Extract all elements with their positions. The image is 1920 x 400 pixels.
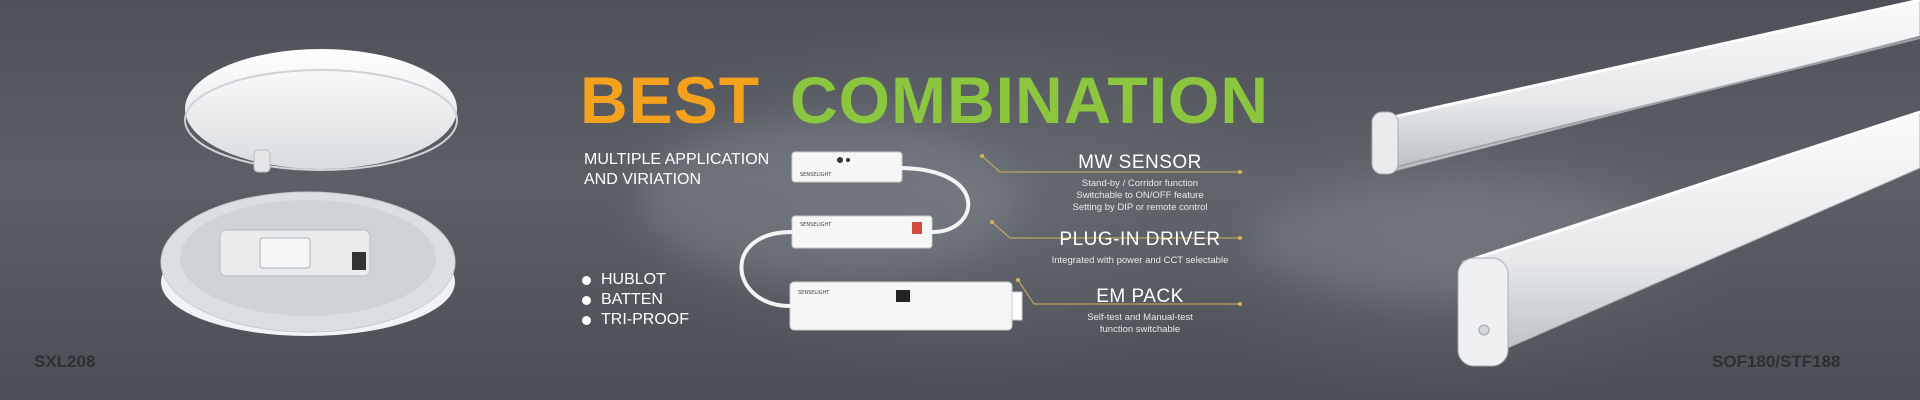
application-item: BATTEN	[582, 290, 689, 310]
application-label: BATTEN	[601, 291, 663, 308]
subtitle: MULTIPLE APPLICATION AND VIRIATION	[584, 150, 784, 190]
background-glow	[640, 120, 1020, 280]
feature-line: Switchable to ON/OFF feature	[1076, 190, 1204, 201]
feature-mw-sensor: MW SENSOR Stand-by / Corridor function S…	[1005, 152, 1275, 214]
tri-proof-luminaire-upper	[1371, 0, 1920, 175]
feature-description: Stand-by / Corridor function Switchable …	[1005, 178, 1275, 214]
application-item: HUBLOT	[582, 270, 689, 290]
application-label: HUBLOT	[601, 271, 666, 288]
application-list: HUBLOT BATTEN TRI-PROOF	[582, 270, 689, 330]
leader-dots	[980, 154, 1242, 306]
connecting-cables	[739, 166, 971, 308]
feature-title: EM PACK	[1096, 286, 1184, 307]
mw-sensor-module: SENSELIGHT	[791, 151, 903, 183]
headline-best: BEST	[580, 63, 761, 137]
feature-line: Stand-by / Corridor function	[1081, 178, 1199, 189]
em-pack-module: SENSELIGHT	[789, 281, 1023, 331]
feature-line: Self-test and Manual-test	[1087, 312, 1193, 323]
leader-lines	[981, 155, 1240, 305]
subtitle-line: AND VIRIATION	[584, 171, 702, 188]
bullet-icon	[582, 315, 591, 325]
application-item: TRI-PROOF	[582, 310, 689, 330]
feature-line: Setting by DIP or remote control	[1072, 202, 1208, 213]
bullet-icon	[582, 295, 591, 305]
round-bulkhead-luminaire	[160, 49, 458, 336]
right-product-model: SOF180/STF188	[1712, 352, 1841, 371]
driver-brand-label: SENSELIGHT	[800, 222, 832, 228]
feature-line: function switchable	[1099, 324, 1181, 335]
headline-combination: COMBINATION	[790, 63, 1270, 137]
subtitle-line: MULTIPLE APPLICATION	[584, 151, 770, 168]
left-product-model: SXL208	[34, 352, 96, 371]
plug-in-driver-module: SENSELIGHT	[791, 215, 933, 249]
application-label: TRI-PROOF	[601, 311, 689, 328]
feature-line: Integrated with power and CCT selectable	[1051, 255, 1229, 266]
bullet-icon	[582, 275, 591, 285]
feature-description: Self-test and Manual-test function switc…	[1005, 312, 1275, 336]
feature-title: PLUG-IN DRIVER	[1059, 229, 1221, 250]
feature-plug-in-driver: PLUG-IN DRIVER Integrated with power and…	[1005, 229, 1275, 267]
empack-brand-label: SENSELIGHT	[798, 290, 830, 296]
sensor-brand-label: SENSELIGHT	[800, 172, 832, 178]
feature-title: MW SENSOR	[1078, 152, 1202, 173]
feature-description: Integrated with power and CCT selectable	[1005, 255, 1275, 267]
feature-em-pack: EM PACK Self-test and Manual-test functi…	[1005, 286, 1275, 336]
batten-luminaire-lower	[1457, 110, 1920, 367]
